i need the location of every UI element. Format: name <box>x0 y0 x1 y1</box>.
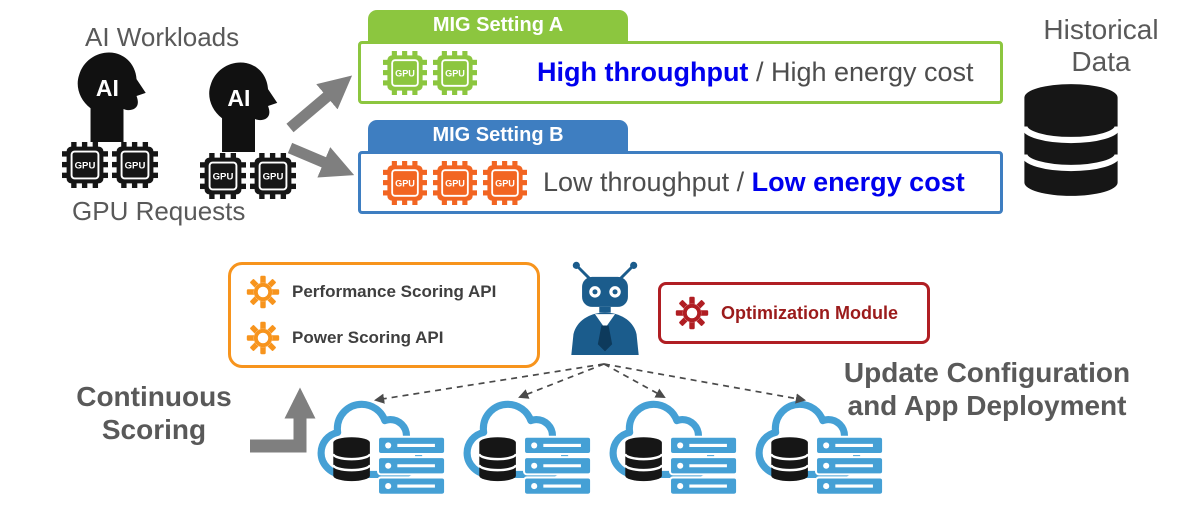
historical-data-label: Historical Data <box>1008 14 1194 78</box>
workload-to-mig-arrows <box>286 75 355 178</box>
gear-icon <box>674 295 710 331</box>
arrow-to-mig-a <box>286 75 353 133</box>
gpu-chip-icon <box>383 51 427 95</box>
gpu-chip-icon <box>433 161 477 205</box>
continuous-scoring-label: Continuous Scoring <box>58 380 250 446</box>
update-configuration-line2: and App Deployment <box>847 390 1127 422</box>
update-configuration-label: Update Configuration and App Deployment <box>826 356 1148 422</box>
cloud-cluster-icon <box>298 388 456 510</box>
gpu-chip-icon <box>383 161 427 205</box>
mig-a-highlight-text: High throughput <box>537 57 749 87</box>
mig-a-tab: MIG Setting A <box>368 10 628 41</box>
performance-scoring-label: Performance Scoring API <box>292 282 497 302</box>
mig-a-box: High throughput / High energy cost <box>358 41 1003 104</box>
robot-icon <box>569 260 641 357</box>
mig-a-rest-text: / High energy cost <box>748 57 974 87</box>
continuous-scoring-arrow <box>250 387 316 453</box>
gpu-chip-icon <box>112 142 158 188</box>
power-scoring-row: Power Scoring API <box>245 320 537 356</box>
continuous-scoring-line2: Scoring <box>101 414 207 446</box>
gpu-requests-label: GPU Requests <box>72 196 246 226</box>
performance-scoring-row: Performance Scoring API <box>245 274 537 310</box>
optimization-module-box: Optimization Module <box>658 282 930 344</box>
gear-icon <box>245 274 281 310</box>
historical-data-line2: Data <box>1071 46 1131 78</box>
continuous-scoring-line1: Continuous <box>76 381 232 412</box>
cloud-cluster-icon <box>590 388 748 510</box>
mig-a-description: High throughput / High energy cost <box>537 57 974 88</box>
gear-icon <box>245 320 281 356</box>
mig-b-description: Low throughput / Low energy cost <box>543 167 965 198</box>
mig-b-box: Low throughput / Low energy cost <box>358 151 1003 214</box>
update-configuration-line1: Update Configuration <box>843 357 1131 388</box>
cloud-cluster-icon <box>736 388 894 510</box>
gpu-chip-icon <box>250 153 296 199</box>
gpu-chip-icon <box>483 161 527 205</box>
historical-data-line1: Historical <box>1043 14 1159 45</box>
ai-head-icon <box>196 60 291 152</box>
ai-head-icon <box>62 50 162 142</box>
mig-b-tab: MIG Setting B <box>368 120 628 151</box>
database-icon <box>1014 82 1128 198</box>
mig-b-first-text: Low throughput / <box>543 167 752 197</box>
gpu-chip-icon <box>62 142 108 188</box>
mig-b-highlight-text: Low energy cost <box>751 167 965 197</box>
arrow-to-mig-b <box>287 142 355 178</box>
gpu-chip-icon <box>200 153 246 199</box>
gpu-chip-icon <box>433 51 477 95</box>
scoring-api-box: Performance Scoring API Power Scoring AP… <box>228 262 540 368</box>
cloud-cluster-icon <box>444 388 602 510</box>
optimization-module-label: Optimization Module <box>721 302 898 323</box>
power-scoring-label: Power Scoring API <box>292 327 444 347</box>
ai-workloads-label: AI Workloads <box>85 22 240 52</box>
